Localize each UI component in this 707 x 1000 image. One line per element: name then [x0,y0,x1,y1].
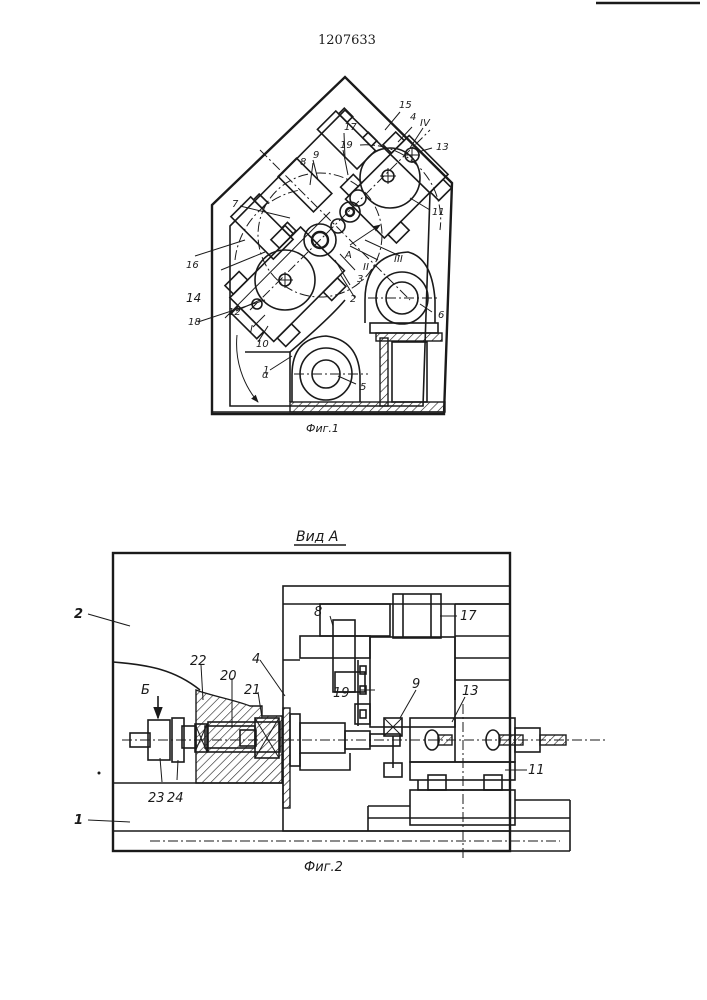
fig2-hatched-body [196,690,282,783]
fig1-label-17: 17 [344,122,357,133]
fig1-label-3: 3 [357,274,363,285]
fig2-label-4: 4 [252,652,260,667]
figure-1: 15 4 IV 13 17 19 8 9 11 7 16 14 18 12 I … [186,77,457,435]
fig2-label-17: 17 [460,609,477,624]
fig2-label-21: 21 [244,683,261,698]
fig2-motor-17 [393,594,441,638]
fig2-part-8 [333,620,355,692]
fig2-label-19: 19 [333,686,350,701]
fig1-motor-5 [292,336,368,402]
fig1-label-15: 15 [399,100,412,111]
fig1-label-16: 16 [186,260,199,271]
fig1-housing [212,77,452,414]
fig2-label-1: 1 [74,813,83,828]
fig2-label-13: 13 [462,684,479,699]
fig1-label-2: 2 [350,294,356,305]
fig1-carriage-lower [214,218,353,357]
fig1-label-12: 12 [228,307,241,318]
fig1-label-19: 19 [340,140,353,151]
fig2-label-11: 11 [528,763,545,778]
fig2-frame [113,553,510,851]
fig1-label-I: I [250,324,253,335]
fig1-label-4: 4 [410,112,416,123]
fig2-break-line [113,662,200,690]
fig1-label-7: 7 [232,199,239,210]
fig2-caption: Фиг.2 [304,860,343,875]
fig2-label-20: 20 [220,669,237,684]
fig1-label-9: 9 [313,150,319,161]
fig1-label-5: 5 [360,382,366,393]
fig1-label-11: 11 [432,207,445,218]
fig2-label-B: Б [141,683,150,698]
fig1-base [290,402,445,412]
fig1-label-10: 10 [256,339,269,350]
fig1-label-III: III [394,254,403,265]
fig2-label-23: 23 [148,791,165,806]
fig1-label-8: 8 [300,157,306,168]
fig2-label-2: 2 [74,607,83,622]
page-dot [98,772,101,775]
fig2-plate-4 [283,708,290,808]
fig2-label-24: 24 [167,791,184,806]
fig1-label-alpha: α [262,370,269,381]
fig2-title: Вид А [296,529,338,545]
fig2-label-22: 22 [190,654,207,669]
fig1-label-13: 13 [436,142,449,153]
fig2-labels: 2 1 4 22 20 21 Б 23 24 8 17 19 9 13 11 [74,605,545,828]
fig1-label-II: II [363,262,369,273]
fig1-carriage-left [231,191,299,259]
fig1-label-6: 6 [438,310,444,321]
fig2-label-9: 9 [412,677,420,692]
figure-2: Вид А [74,529,605,875]
fig1-label-18: 18 [188,317,201,328]
fig1-label-IV: IV [420,118,431,129]
fig1-label-14: 14 [186,291,201,305]
fig1-column [380,338,388,406]
document-number: 1207633 [318,33,376,48]
fig1-caption: Фиг.1 [306,422,339,435]
fig2-label-8: 8 [314,605,322,620]
fig1-motor-6 [365,252,442,341]
fig1-label-A: A [344,250,352,261]
